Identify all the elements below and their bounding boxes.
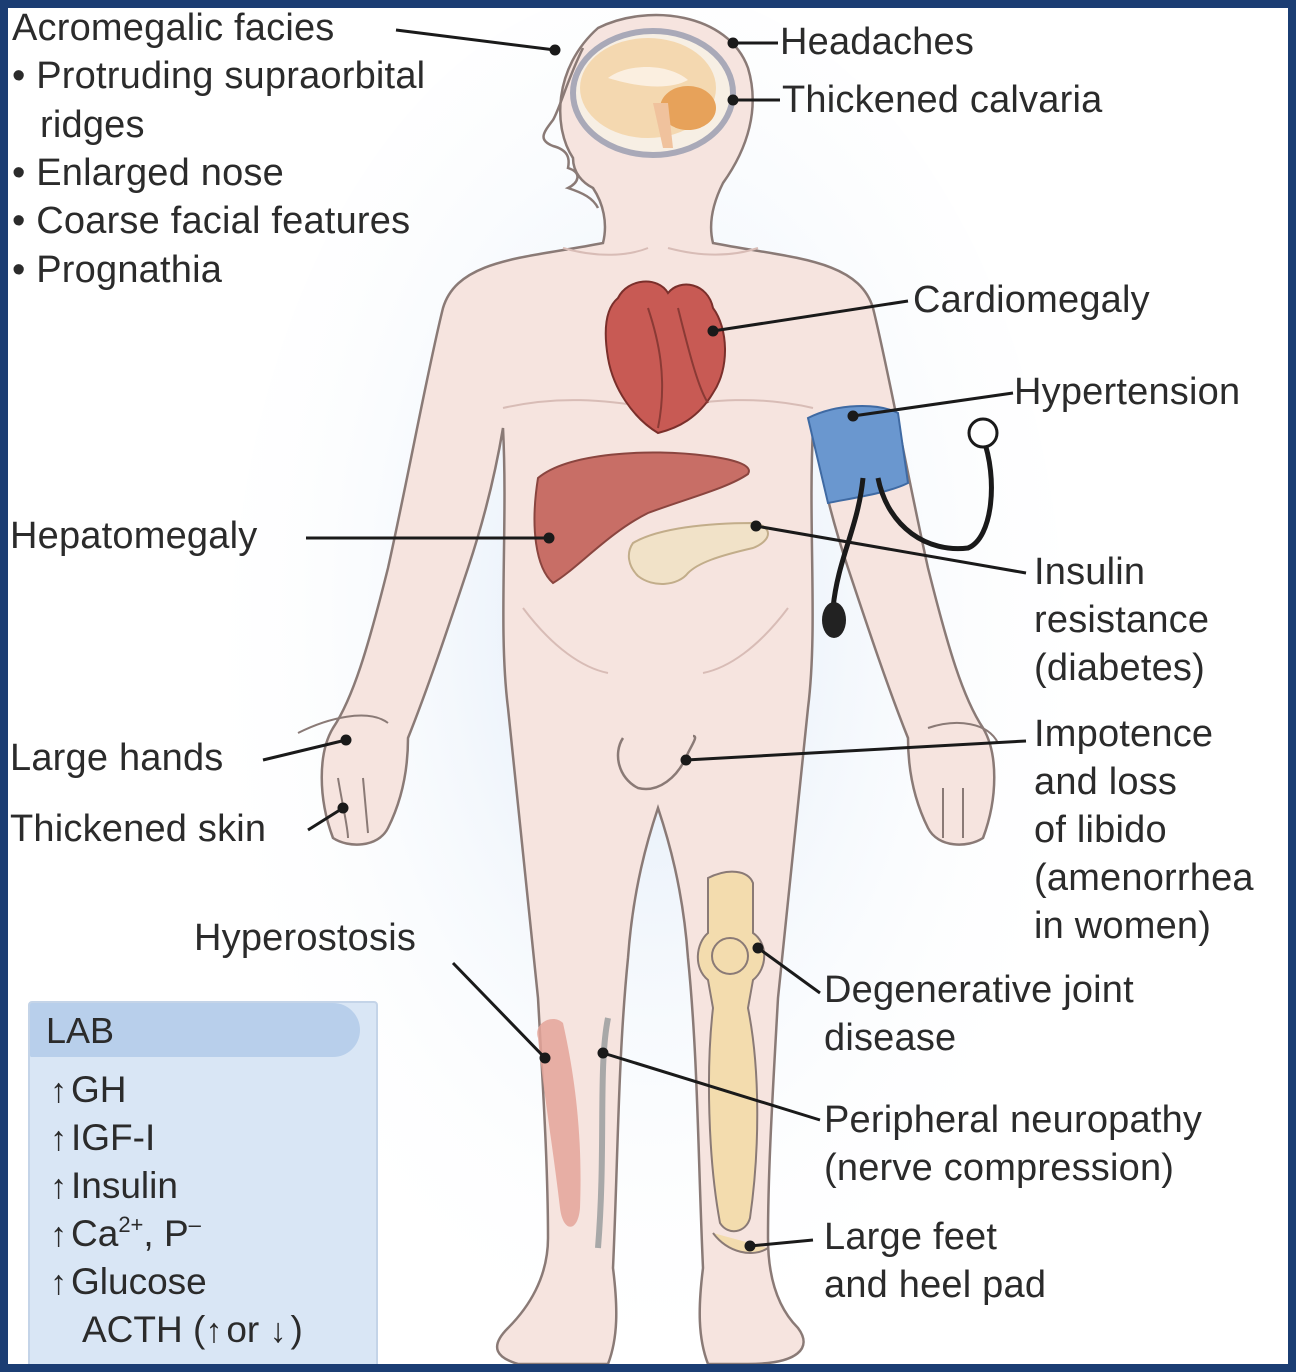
label-large-hands: Large hands <box>10 734 223 782</box>
lab-panel-header: LAB <box>30 1003 360 1057</box>
label-thickened-calvaria: Thickened calvaria <box>782 76 1102 124</box>
up-arrow-icon: ↑ <box>50 1216 67 1254</box>
lab-p-charge: – <box>189 1212 201 1237</box>
lab-acth-close: ) <box>291 1309 303 1350</box>
label-large-feet-1: Large feet <box>824 1213 997 1261</box>
bp-bulb <box>822 602 846 638</box>
facies-item-ridges: ridges <box>40 101 145 149</box>
label-insulin-1: Insulin <box>1034 548 1145 596</box>
lab-item-igf: ↑IGF-I <box>50 1115 155 1162</box>
label-degenerative-1: Degenerative joint <box>824 966 1134 1014</box>
label-insulin-2: resistance <box>1034 596 1209 644</box>
label-neuropathy-1: Peripheral neuropathy <box>824 1096 1202 1144</box>
diagram-frame: Acromegalic facies • Protruding supraorb… <box>8 8 1288 1364</box>
lab-acth-or: or <box>226 1309 259 1350</box>
label-degenerative-2: disease <box>824 1014 956 1062</box>
lab-panel: LAB ↑GH ↑IGF-I ↑Insulin ↑Ca2+, P– ↑Gluco… <box>28 1001 378 1364</box>
facies-item-coarse: • Coarse facial features <box>12 197 410 245</box>
label-impotence-3: of libido <box>1034 806 1167 854</box>
lab-item-acth: ACTH (↑or ↓) <box>82 1307 303 1354</box>
lab-item-calcium: ↑Ca2+, P– <box>50 1211 201 1258</box>
label-impotence-4: (amenorrhea <box>1034 854 1254 902</box>
lab-igf-text: IGF-I <box>71 1117 155 1158</box>
label-hyperostosis: Hyperostosis <box>194 914 416 962</box>
label-cardiomegaly: Cardiomegaly <box>913 276 1150 324</box>
label-impotence-2: and loss <box>1034 758 1177 806</box>
lab-item-gh: ↑GH <box>50 1067 127 1114</box>
facies-item-supraorbital: • Protruding supraorbital <box>12 52 425 100</box>
label-headaches: Headaches <box>780 18 974 66</box>
up-arrow-icon: ↑ <box>205 1312 222 1350</box>
facies-item-nose: • Enlarged nose <box>12 149 284 197</box>
lab-ca-charge: 2+ <box>118 1212 143 1237</box>
bp-gauge <box>969 419 997 447</box>
label-large-feet-2: and heel pad <box>824 1261 1046 1309</box>
label-hepatomegaly: Hepatomegaly <box>10 512 257 560</box>
up-arrow-icon: ↑ <box>50 1168 67 1206</box>
lab-item-glucose: ↑Glucose <box>50 1259 207 1306</box>
lab-glucose-text: Glucose <box>71 1261 207 1302</box>
lab-ca-text: Ca <box>71 1213 118 1254</box>
lab-p-text: , P <box>143 1213 188 1254</box>
label-insulin-3: (diabetes) <box>1034 644 1205 692</box>
up-arrow-icon: ↑ <box>50 1072 67 1110</box>
up-arrow-icon: ↑ <box>50 1120 67 1158</box>
lab-title: LAB <box>46 1009 114 1053</box>
lab-gh-text: GH <box>71 1069 127 1110</box>
lab-item-insulin: ↑Insulin <box>50 1163 178 1210</box>
lab-acth-text: ACTH ( <box>82 1309 205 1350</box>
facies-item-prognathia: • Prognathia <box>12 246 222 294</box>
up-arrow-icon: ↑ <box>50 1264 67 1302</box>
patella <box>712 938 748 974</box>
down-arrow-icon: ↓ <box>270 1312 287 1350</box>
label-thickened-skin: Thickened skin <box>10 805 266 853</box>
label-impotence-1: Impotence <box>1034 710 1213 758</box>
label-acromegalic-facies: Acromegalic facies <box>12 8 335 52</box>
lab-insulin-text: Insulin <box>71 1165 178 1206</box>
label-impotence-5: in women) <box>1034 902 1211 950</box>
label-neuropathy-2: (nerve compression) <box>824 1144 1174 1192</box>
label-hypertension: Hypertension <box>1014 368 1240 416</box>
